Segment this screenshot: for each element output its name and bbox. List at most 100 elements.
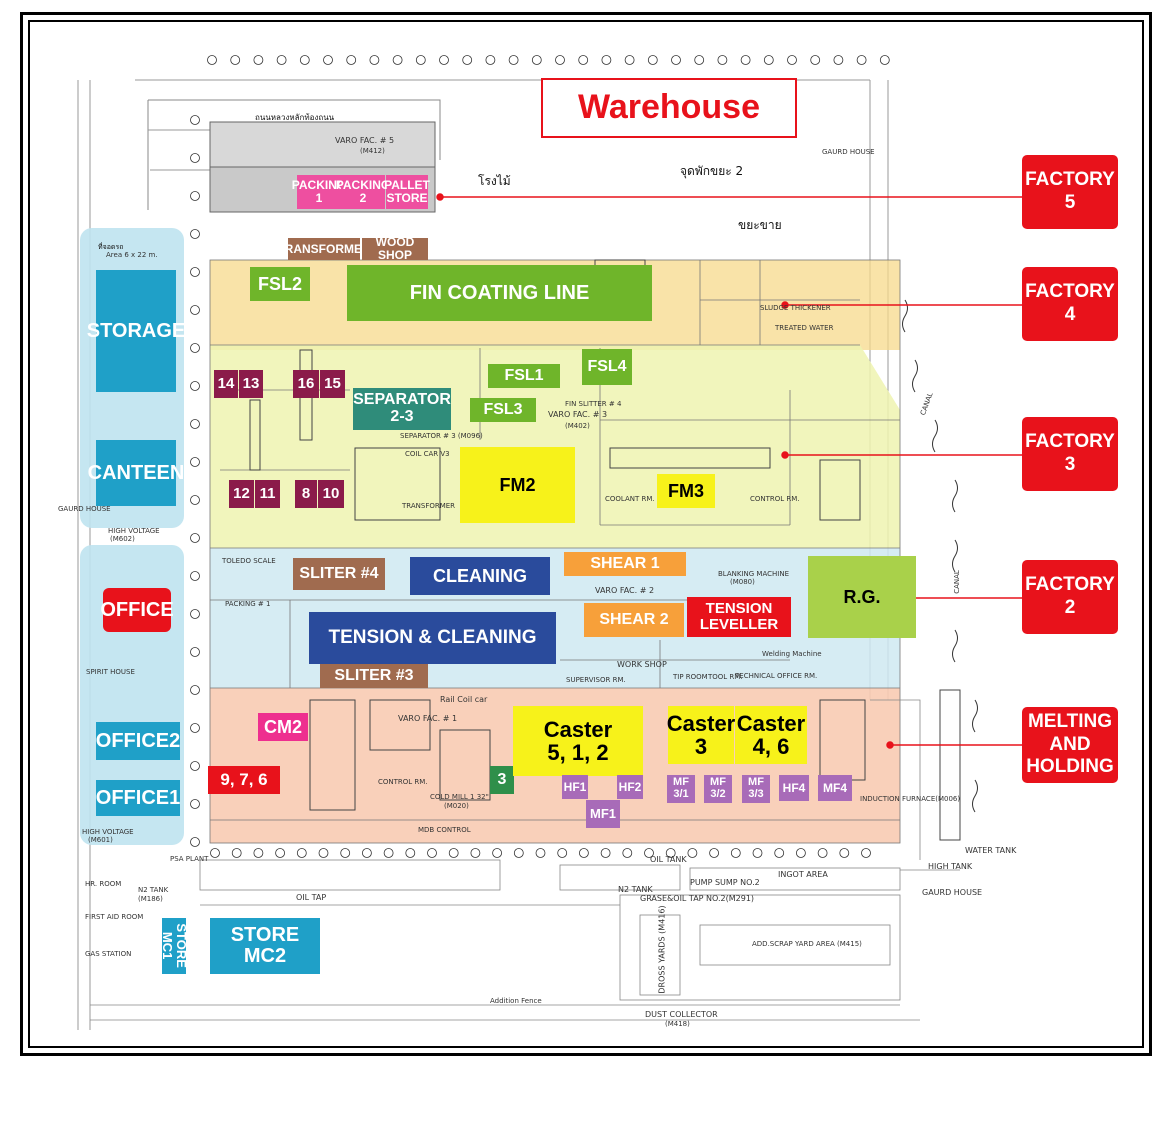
column-markers-bottom	[210, 848, 871, 858]
area-store-mc1[interactable]: STORE MC1	[160, 918, 189, 974]
machine-15[interactable]: 15	[320, 370, 345, 398]
area-fm3[interactable]: FM3	[657, 474, 715, 508]
machine-11[interactable]: 11	[255, 480, 280, 508]
grid-marker-top	[346, 55, 357, 65]
area-fsl4[interactable]: FSL4	[582, 349, 632, 385]
warehouse-title: Warehouse	[541, 78, 797, 138]
grid-marker-top	[694, 55, 705, 65]
grid-marker-top	[323, 55, 333, 65]
grid-marker-top	[555, 55, 565, 65]
machine-8[interactable]: 8	[295, 480, 317, 508]
grid-marker-bottom	[513, 848, 524, 858]
note-n2: N2 TANK	[618, 885, 653, 894]
area-separator-2-3[interactable]: SEPARATOR 2-3	[353, 388, 451, 430]
note-water-tank: WATER TANK	[965, 846, 1017, 855]
machine-hf1[interactable]: HF1	[562, 775, 588, 799]
map-outer-frame	[20, 12, 1152, 1056]
thai-break-point: จุดพักขยะ 2	[680, 164, 744, 178]
note-m601: (M601)	[88, 836, 113, 844]
machine-9-7-6[interactable]: 9, 7, 6	[208, 766, 280, 794]
machine-12[interactable]: 12	[229, 480, 254, 508]
callout-factory-4[interactable]: FACTORY 4	[1022, 267, 1118, 341]
area-transformer[interactable]: TRANSFORMER	[277, 238, 371, 260]
machine-13[interactable]: 13	[239, 370, 263, 398]
grid-marker-bottom	[275, 848, 286, 858]
area-fin-coating-line[interactable]: FIN COATING LINE	[347, 265, 652, 321]
callout-factory-3[interactable]: FACTORY 3	[1022, 417, 1118, 491]
machine-hf2[interactable]: HF2	[617, 775, 643, 799]
grid-marker-bottom	[231, 848, 242, 858]
note-oil-tap: OIL TAP	[296, 893, 327, 902]
callout-factory-2[interactable]: FACTORY 2	[1022, 560, 1118, 634]
note-m602: (M602)	[110, 535, 135, 543]
area-packing-2[interactable]: PACKING 2	[336, 175, 390, 209]
thai-road: ถนนหลวงหลักท้องถนน	[255, 113, 335, 122]
grid-marker-top	[856, 55, 867, 65]
machine-mf-3-2[interactable]: MF 3/2	[704, 775, 732, 803]
note-m412a: (M412)	[360, 147, 385, 155]
area-office[interactable]: OFFICE	[100, 588, 174, 632]
grid-marker-top	[740, 55, 751, 65]
note-dross: DROSS YARDS (M416)	[657, 905, 667, 994]
note-technical: TECHNICAL OFFICE RM.	[735, 672, 818, 680]
machine-14[interactable]: 14	[214, 370, 238, 398]
note-varo2: VARO FAC. # 2	[595, 586, 655, 595]
machine-3[interactable]: 3	[490, 766, 514, 794]
note-tool-rm: TOOL RM.	[708, 673, 743, 681]
machine-10[interactable]: 10	[318, 480, 344, 508]
note-varo1: VARO FAC. # 1	[398, 714, 458, 723]
area-cm2[interactable]: CM2	[258, 713, 308, 741]
note-pump: PUMP SUMP NO.2	[690, 878, 760, 887]
area-tension-leveller[interactable]: TENSION LEVELLER	[687, 597, 791, 637]
thai-woodshop: โรงไม้	[478, 174, 511, 188]
area-sliter-4[interactable]: SLITER #4	[293, 558, 385, 590]
grid-marker-left	[190, 685, 200, 695]
grid-marker-left	[190, 571, 200, 581]
area-store-mc2[interactable]: STORE MC2	[210, 918, 320, 974]
area-tension-cleaning[interactable]: TENSION & CLEANING	[309, 612, 556, 664]
machine-mf-3-1[interactable]: MF 3/1	[667, 775, 695, 803]
machine-hf4[interactable]: HF4	[779, 775, 809, 801]
note-separator3: SEPARATOR # 3 (M096)	[400, 432, 483, 440]
grid-marker-bottom	[361, 848, 372, 858]
grid-marker-left	[190, 495, 200, 505]
note-first-aid: FIRST AID ROOM	[85, 913, 144, 921]
area-fsl3[interactable]: FSL3	[470, 398, 536, 422]
machine-16[interactable]: 16	[293, 370, 319, 398]
machine-mf-3-3[interactable]: MF 3/3	[742, 775, 770, 803]
note-scrap: ADD.SCRAP YARD AREA (M415)	[752, 940, 862, 948]
area-caster-5-1-2[interactable]: Caster 5, 1, 2	[513, 706, 643, 776]
note-area: Area 6 x 22 m.	[106, 251, 158, 259]
grid-marker-bottom	[340, 848, 351, 858]
area-shear-2[interactable]: SHEAR 2	[584, 603, 684, 637]
area-fsl2[interactable]: FSL2	[250, 267, 310, 301]
area-fm2[interactable]: FM2	[460, 447, 575, 523]
area-canteen[interactable]: CANTEEN	[88, 440, 184, 506]
area-office1[interactable]: OFFICE1	[96, 780, 180, 816]
area-pallet-store[interactable]: PALLET STORE	[384, 175, 430, 209]
area-caster-4-6[interactable]: Caster 4, 6	[735, 706, 807, 764]
area-fsl1[interactable]: FSL1	[488, 364, 560, 388]
column-markers-top	[207, 55, 890, 65]
area-office2[interactable]: OFFICE2	[96, 722, 180, 760]
area-storage[interactable]: STORAGE	[87, 270, 185, 392]
grid-marker-bottom	[210, 848, 220, 858]
note-m080: (M080)	[730, 578, 755, 586]
map-inner-frame	[28, 20, 1144, 1048]
area-shear-1[interactable]: SHEAR 1	[564, 552, 686, 576]
area-packing-1[interactable]: PACKING 1	[292, 175, 346, 209]
area-cleaning[interactable]: CLEANING	[410, 557, 550, 595]
area-caster-3[interactable]: Caster 3	[667, 706, 735, 764]
callout-melting-and-holding[interactable]: MELTING AND HOLDING	[1022, 707, 1118, 783]
area-wood-shop[interactable]: WOOD SHOP	[362, 236, 428, 261]
machine-mf1[interactable]: MF1	[586, 800, 620, 828]
area-rg[interactable]: R.G.	[808, 556, 916, 638]
note-fin-slitter: FIN SLITTER # 4	[565, 400, 622, 408]
machine-mf4[interactable]: MF4	[818, 775, 852, 801]
callout-factory-5[interactable]: FACTORY 5	[1022, 155, 1118, 229]
note-supervisor: SUPERVISOR RM.	[566, 676, 626, 684]
note-oil-tank: OIL TANK	[650, 855, 687, 864]
area-sliter-3[interactable]: SLITER #3	[320, 664, 428, 688]
note-coil-car: COIL CAR V3	[405, 450, 450, 458]
grid-marker-bottom	[383, 848, 394, 858]
